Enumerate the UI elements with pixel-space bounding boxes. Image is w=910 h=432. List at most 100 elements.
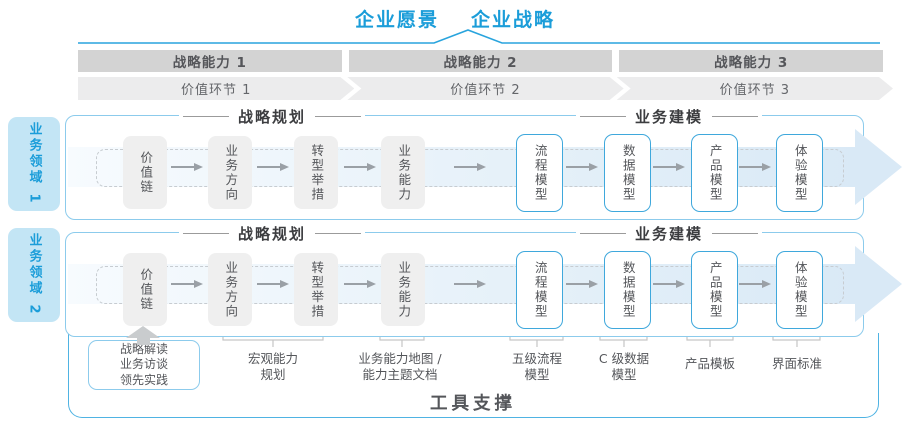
value-link-3: 价值环节 3 <box>617 77 893 100</box>
annotation-line: 能力主题文档 <box>362 367 438 383</box>
header-rule-left <box>182 115 229 117</box>
annotation-line: 产品模板 <box>684 356 736 371</box>
flow-arrow <box>454 163 486 171</box>
header-rule-left <box>579 232 626 234</box>
diagram-title: 企业愿景 企业战略 <box>0 5 910 32</box>
data-model-box: 数据模型 <box>604 134 651 212</box>
annotation-line: 五级流程 <box>511 351 563 366</box>
data-model-box: 数据模型 <box>604 251 651 329</box>
value-link-chevrons: 价值环节 1 价值环节 2 价值环节 3 <box>78 77 893 100</box>
flow-band-arrowhead <box>855 129 902 205</box>
annotation-line: 模型 <box>524 367 550 383</box>
annotation-line: 业务能力地图 / <box>358 351 442 366</box>
experience-model-label: 体验模型 <box>792 261 808 319</box>
value-chain-label: 价值链 <box>138 267 154 312</box>
business-domain-1-tab: 业务领域 1 <box>8 117 60 211</box>
up-arrow-stem <box>136 338 150 345</box>
business-direction-box: 业务方向 <box>208 136 252 209</box>
business-direction-label: 业务方向 <box>223 260 239 319</box>
experience-model-label: 体验模型 <box>792 144 808 202</box>
product-model-label: 产品模型 <box>707 144 723 202</box>
ui-standard-annotation: 界面标准 <box>772 356 822 372</box>
flow-arrow <box>257 163 289 171</box>
strategic-planning-header: 战略规划 <box>178 105 366 127</box>
business-domain-2-tab: 业务领域 2 <box>8 228 60 322</box>
input-up-arrow <box>126 326 160 345</box>
transformation-initiatives-box: 转型举措 <box>294 136 338 209</box>
business-capability-label: 业务能力 <box>396 143 412 202</box>
capability-map-annotation: 业务能力地图 / 能力主题文档 <box>358 351 441 384</box>
domain-2-lane-panel: 战略规划 业务建模 价值链 业务方向 转型举措 业务能力 流程模型 数据模型 产… <box>65 222 902 337</box>
business-direction-box: 业务方向 <box>208 253 252 326</box>
strategic-capability-3: 战略能力 3 <box>619 50 884 72</box>
product-model-box: 产品模型 <box>691 251 738 329</box>
annotation-line: C 级数据 <box>598 351 650 366</box>
flow-arrow <box>344 280 376 288</box>
strategy-interpretation-label: 战略解读 <box>119 341 168 356</box>
flow-arrow <box>454 280 486 288</box>
flow-arrow <box>653 280 685 288</box>
business-capability-box: 业务能力 <box>381 253 425 326</box>
up-arrow-head <box>126 326 160 338</box>
data-model-annotation: C 级数据 模型 <box>599 351 649 384</box>
transformation-initiatives-label: 转型举措 <box>309 143 325 202</box>
data-model-label: 数据模型 <box>620 261 636 319</box>
data-model-label: 数据模型 <box>620 144 636 202</box>
process-model-label: 流程模型 <box>532 261 548 319</box>
flow-band-arrowhead <box>855 246 902 322</box>
business-modeling-label: 业务建模 <box>634 224 704 243</box>
business-domain-1-label: 业务领域 1 <box>26 122 42 206</box>
flow-arrow <box>739 163 771 171</box>
annotation-line: 规划 <box>260 367 286 383</box>
process-model-box: 流程模型 <box>516 251 563 329</box>
strategic-planning-label: 战略规划 <box>237 107 307 126</box>
header-rule-right <box>315 232 362 234</box>
flow-arrow <box>739 280 771 288</box>
value-link-1: 价值环节 1 <box>78 77 354 100</box>
vision-title: 企业愿景 <box>354 9 439 31</box>
header-rule-right <box>712 115 759 117</box>
business-domain-2-label: 业务领域 2 <box>26 233 42 317</box>
experience-model-box: 体验模型 <box>776 134 823 212</box>
business-interview-label: 业务访谈 <box>119 357 168 372</box>
value-chain-box: 价值链 <box>123 253 167 326</box>
header-rule-right <box>315 115 362 117</box>
value-chain-label: 价值链 <box>138 150 154 195</box>
flow-arrow <box>257 280 289 288</box>
business-modeling-header: 业务建模 <box>575 222 763 244</box>
tool-support-title: 工具支撑 <box>430 394 516 414</box>
strategic-capability-1: 战略能力 1 <box>78 50 342 72</box>
strategic-capability-bars: 战略能力 1 战略能力 2 战略能力 3 <box>78 50 884 72</box>
product-model-label: 产品模型 <box>707 261 723 319</box>
process-model-annotation: 五级流程 模型 <box>512 351 562 384</box>
transformation-initiatives-label: 转型举措 <box>309 260 325 319</box>
transformation-initiatives-box: 转型举措 <box>294 253 338 326</box>
annotation-line: 宏观能力 <box>247 351 299 366</box>
annotation-line: 模型 <box>611 367 637 383</box>
leading-practice-label: 领先实践 <box>119 372 168 387</box>
macro-capability-annotation: 宏观能力 规划 <box>248 351 298 384</box>
flow-arrow <box>171 163 203 171</box>
header-rule-left <box>579 115 626 117</box>
process-model-label: 流程模型 <box>532 144 548 202</box>
domain-1-lane-panel: 战略规划 业务建模 价值链 业务方向 转型举措 业务能力 流程模型 数据模型 产… <box>65 105 902 220</box>
flow-arrow <box>344 163 376 171</box>
product-template-annotation: 产品模板 <box>685 356 735 372</box>
strategic-planning-label: 战略规划 <box>237 224 307 243</box>
business-direction-label: 业务方向 <box>223 143 239 202</box>
dashed-flow-track <box>96 266 844 304</box>
flow-arrow <box>653 163 685 171</box>
flow-arrow <box>171 280 203 288</box>
business-capability-label: 业务能力 <box>396 260 412 319</box>
dashed-flow-track <box>96 149 844 187</box>
business-modeling-header: 业务建模 <box>575 105 763 127</box>
process-model-box: 流程模型 <box>516 134 563 212</box>
value-chain-box: 价值链 <box>123 136 167 209</box>
business-modeling-label: 业务建模 <box>634 107 704 126</box>
strategy-title: 企业战略 <box>471 9 556 31</box>
flow-arrow <box>566 280 598 288</box>
header-rule-left <box>182 232 229 234</box>
strategic-planning-header: 战略规划 <box>178 222 366 244</box>
experience-model-box: 体验模型 <box>776 251 823 329</box>
